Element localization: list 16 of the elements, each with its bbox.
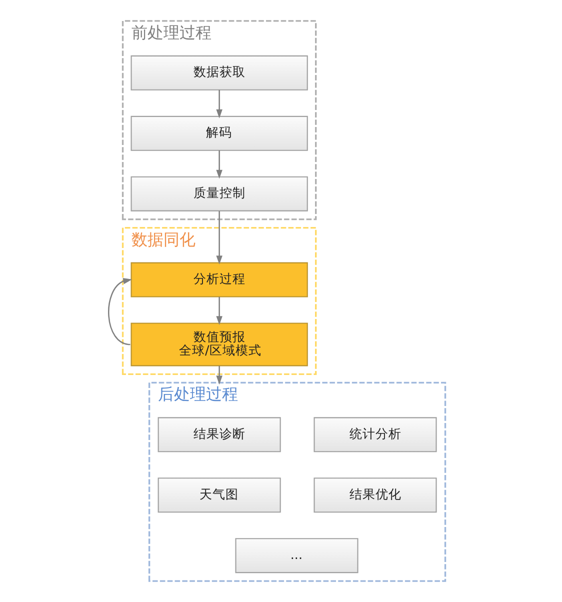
node-box: 统计分析 xyxy=(314,417,437,452)
node-box: 结果优化 xyxy=(314,478,437,513)
node-box: 结果诊断 xyxy=(158,417,281,452)
arrow xyxy=(216,296,222,326)
node-box: 数据获取 xyxy=(130,55,308,90)
node-box: 数值预报 全球/区域模式 xyxy=(130,322,308,366)
node-box: ... xyxy=(235,538,358,574)
arrow xyxy=(216,366,222,385)
node-box: 分析过程 xyxy=(130,262,308,298)
arrow xyxy=(216,90,222,118)
arrow xyxy=(216,211,222,265)
arrow xyxy=(216,150,222,179)
arrow xyxy=(108,278,132,346)
node-box: 质量控制 xyxy=(130,176,308,212)
node-box: 天气图 xyxy=(158,478,281,513)
node-box: 解码 xyxy=(130,116,308,151)
